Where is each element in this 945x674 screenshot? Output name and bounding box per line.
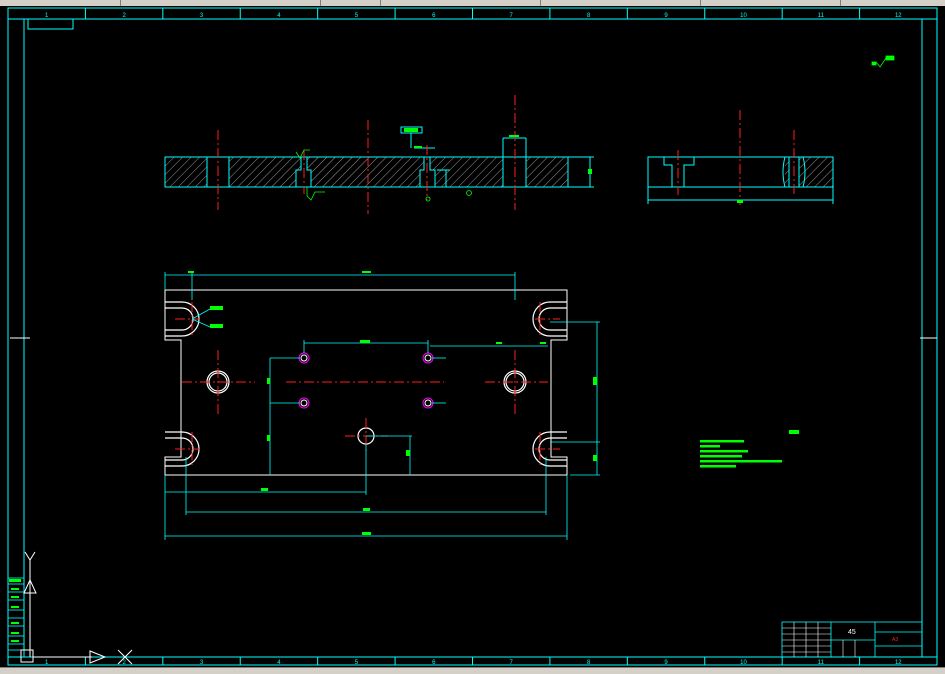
zone-label-top: 6 [432, 13, 436, 19]
zone-label-bottom: 6 [432, 660, 436, 666]
toolbar-segment[interactable] [320, 0, 381, 6]
toolbar-segment[interactable] [700, 0, 841, 6]
zone-label-bottom: 10 [740, 660, 747, 666]
plan-view [164, 271, 600, 540]
section-view-front [164, 95, 594, 214]
side-view-dim-text [737, 200, 743, 203]
toolbar-segment[interactable] [540, 0, 701, 6]
zone-label-bottom: 1 [45, 660, 49, 666]
zone-label-top: 10 [740, 13, 747, 19]
zone-label-bottom: 11 [818, 660, 825, 666]
zone-label-bottom: 5 [355, 660, 359, 666]
ucs-axis-icon [20, 551, 107, 664]
title-block: 45 A3 [781, 621, 923, 658]
status-bar [0, 667, 945, 674]
zone-label-top: 2 [122, 13, 126, 19]
zone-label-bottom: 8 [587, 660, 591, 666]
zone-label-bottom: 4 [277, 660, 281, 666]
zone-label-top: 1 [45, 13, 49, 19]
plan-dim-texts [188, 271, 597, 535]
drawing-frame [7, 7, 938, 666]
zone-label-top: 7 [510, 13, 514, 19]
zone-label-top: 9 [664, 13, 668, 19]
zone-label-top: 4 [277, 13, 281, 19]
title-block-code: A3 [892, 637, 898, 643]
crosshair-cursor-icon [117, 649, 133, 665]
zone-label-top: 5 [355, 13, 359, 19]
frame-zone-ticks [84, 8, 861, 665]
zone-label-bottom: 7 [510, 660, 514, 666]
zone-label-top: 3 [200, 13, 204, 19]
zone-label-bottom: 9 [664, 660, 668, 666]
technical-requirements-notes [700, 430, 799, 468]
zone-label-bottom: 12 [895, 660, 902, 666]
toolbar-segment[interactable] [380, 0, 541, 6]
zone-label-top: 11 [818, 13, 825, 19]
left-revision-table [7, 577, 25, 651]
toolbar-segment[interactable] [120, 0, 321, 6]
surface-roughness-symbol [871, 55, 895, 68]
zone-label-bottom: 3 [200, 660, 204, 666]
zone-label-top: 12 [895, 13, 902, 19]
zone-label-bottom: 2 [122, 660, 126, 666]
zone-label-top: 8 [587, 13, 591, 19]
section-view-side [647, 110, 834, 205]
toolbar-segment[interactable] [0, 0, 121, 6]
title-block-material: 45 [848, 629, 856, 636]
front-view-annotations [295, 128, 592, 202]
